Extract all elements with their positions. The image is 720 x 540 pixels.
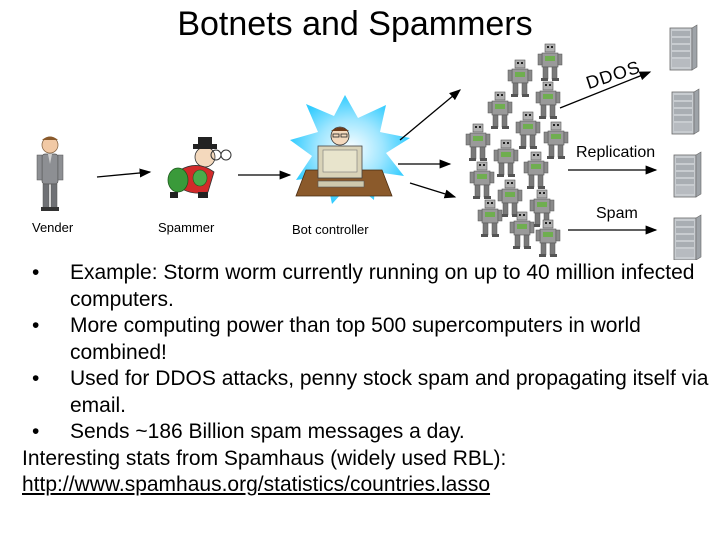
vender-person-icon [36, 136, 64, 211]
bot-controller-label: Bot controller [292, 222, 369, 237]
bullet-marker: • [32, 367, 40, 390]
bullet-marker: • [32, 314, 40, 337]
bot-controller-icon [290, 95, 410, 204]
slide-title: Botnets and Spammers [177, 5, 533, 43]
bot-army [465, 43, 569, 258]
bullet-marker: • [32, 261, 40, 284]
spammer-character-icon [167, 137, 232, 198]
vender-label: Vender [32, 220, 74, 235]
spamhaus-link[interactable]: http://www.spamhaus.org/statistics/count… [22, 473, 491, 496]
target-servers [669, 24, 702, 260]
bullet-list: •Example: Storm worm currently running o… [22, 260, 714, 499]
botnet-diagram [36, 24, 702, 260]
replication-label: Replication [576, 144, 656, 161]
bullet-item: •Sends ~186 Billion spam messages a day. [24, 419, 714, 446]
bullet-item: •Used for DDOS attacks, penny stock spam… [32, 367, 709, 417]
bullet-item: •More computing power than top 500 super… [32, 314, 641, 364]
bullet-item: •Example: Storm worm currently running o… [32, 261, 695, 311]
footer-text: Interesting stats from Spamhaus (widely … [22, 446, 507, 470]
spam-label: Spam [596, 205, 638, 222]
spammer-label: Spammer [158, 220, 215, 235]
bullet-marker: • [32, 420, 40, 443]
